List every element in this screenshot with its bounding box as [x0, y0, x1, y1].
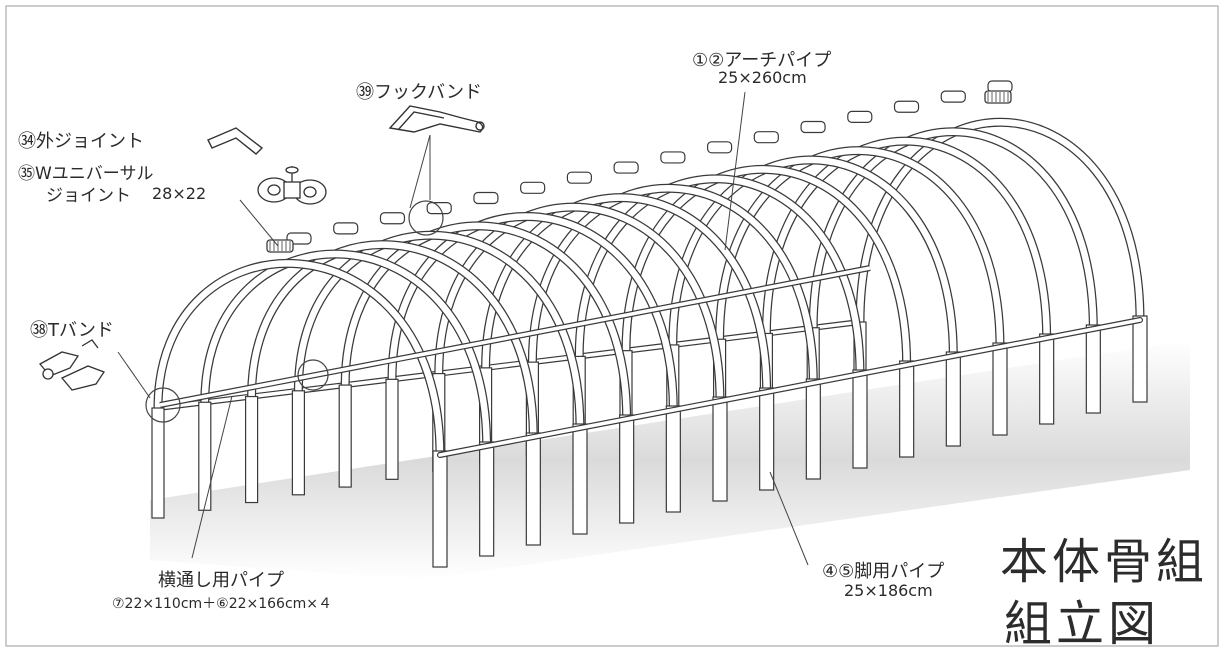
leg-pipe-right	[619, 414, 635, 524]
arch-pipe-size: 25×260cm	[718, 68, 807, 87]
arch-pipe-body	[575, 175, 864, 375]
leg-pipe-left	[198, 401, 212, 511]
w-universal-label-1: ㉟Wユニバーサル	[18, 164, 154, 184]
cross-pipe-label: 横通し用パイプ	[158, 570, 284, 591]
leg-pipe-right	[712, 396, 728, 502]
arch-joint	[520, 181, 546, 194]
rail-mid-inner	[159, 266, 871, 407]
t-band-icon	[38, 339, 105, 391]
arch-pipe-body	[295, 232, 584, 429]
arch-pipe-body	[856, 119, 1144, 323]
outer-joint-label: ㉞外ジョイント	[18, 131, 144, 152]
leg-pipe-left	[151, 407, 165, 519]
arch-pipe-body	[716, 147, 1004, 348]
arch-pipe-body	[529, 185, 817, 384]
arch-joint	[800, 120, 826, 134]
arch-pipe-body	[669, 156, 957, 357]
arch-joint	[753, 131, 779, 144]
leg-pipe-right	[759, 387, 775, 491]
arch-joint	[333, 222, 359, 235]
greenhouse-frame	[151, 80, 1148, 568]
arch-joint	[940, 90, 966, 103]
leg-pipe-right	[1132, 315, 1148, 403]
rail-left-inner	[156, 320, 862, 410]
arch-pipe-body	[435, 203, 724, 402]
outer-joint-icon	[207, 127, 264, 155]
leg-pipe-left	[291, 390, 305, 496]
arch-pipe-body	[341, 222, 630, 420]
arch-pipe-body	[248, 241, 537, 438]
leg-pipe-right	[665, 405, 681, 513]
leg-pipe-right	[479, 441, 495, 557]
arch-joint	[893, 100, 920, 113]
arch-pipe-body	[201, 250, 490, 447]
leg-pipe-label: ④⑤脚用パイプ	[822, 561, 945, 582]
arch-pipe-body	[154, 260, 444, 456]
t-band-label: ㊳Tバンド	[30, 320, 114, 341]
callout-circle-hook-band	[408, 200, 444, 236]
leg-pipe-right	[899, 360, 915, 458]
leg-pipe-right	[805, 378, 821, 480]
arch-joint	[566, 171, 593, 184]
arch-pipe-label: ①②アーチパイプ	[692, 50, 832, 71]
leg-pipe-left	[385, 378, 399, 480]
leg-pipe-right	[525, 432, 541, 546]
diagram-title-line2: 組立図	[1004, 596, 1161, 652]
leg-pipe-left	[245, 395, 259, 504]
rail-right-inner	[438, 318, 1142, 457]
arch-joint	[706, 141, 733, 154]
frame-border	[5, 5, 1219, 647]
leg-pipe-size: 25×186cm	[844, 581, 933, 600]
universal-joint	[266, 239, 294, 253]
leader-lines	[117, 91, 809, 566]
arch-pipe-body	[388, 213, 677, 411]
arch-joint	[473, 191, 499, 205]
leg-pipe-right	[1085, 324, 1101, 414]
callout-circle-t-band	[145, 387, 181, 423]
leg-pipe-right	[852, 369, 868, 469]
w-universal-size: 28×22	[152, 184, 207, 203]
leg-pipe-left	[338, 384, 352, 488]
arch-pipe-body	[809, 128, 1097, 330]
diagram-title-line1: 本体骨組	[1000, 534, 1209, 590]
w-universal-label-2: ジョイント	[46, 186, 131, 206]
hook-band-label: ㊴フックバンド	[356, 82, 482, 103]
callout-circle-t-band-2	[297, 359, 329, 391]
arch-joint	[847, 110, 873, 124]
arch-pipe-body	[622, 166, 910, 366]
leg-pipe-right	[432, 450, 448, 568]
arch-pipe-body	[763, 138, 1050, 339]
leg-pipe-right	[1039, 333, 1055, 425]
arch-joint	[613, 161, 639, 174]
arch-joint	[379, 212, 406, 225]
universal-joint	[984, 90, 1012, 104]
hook-band-icon	[388, 105, 485, 133]
w-universal-joint-icon	[257, 166, 327, 205]
leg-pipe-right	[572, 423, 588, 535]
arch-joint	[660, 151, 686, 164]
arch-pipe-body	[482, 194, 770, 393]
leg-pipe-right	[992, 342, 1008, 436]
cross-pipe-size: ⑦22×110cm＋⑥22×166cm×４	[112, 596, 333, 612]
leg-pipe-right	[945, 351, 961, 447]
